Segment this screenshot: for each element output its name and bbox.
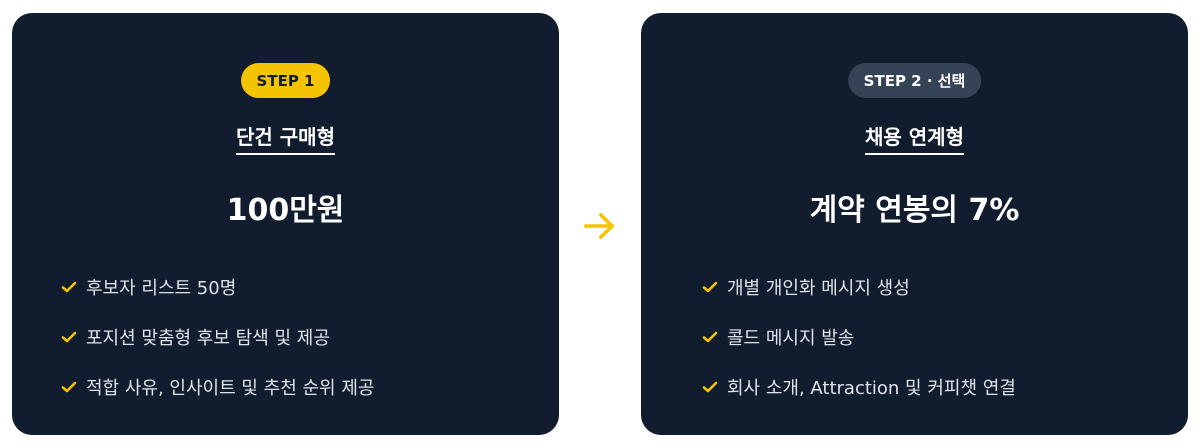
plan-title: 채용 연계형 — [865, 121, 964, 155]
feature-text: 후보자 리스트 50명 — [86, 278, 237, 299]
check-icon — [702, 381, 718, 393]
check-icon — [61, 281, 77, 293]
plan-title-wrapper: 채용 연계형 — [641, 121, 1188, 155]
plan-card-step2: STEP 2 · 선택 채용 연계형 계약 연봉의 7% 개별 개인화 메시지 … — [641, 13, 1188, 435]
feature-text: 회사 소개, Attraction 및 커피챗 연결 — [727, 378, 1016, 399]
check-icon — [61, 331, 77, 343]
feature-text: 개별 개인화 메시지 생성 — [727, 278, 910, 299]
plan-title-wrapper: 단건 구매형 — [12, 121, 559, 155]
feature-item: 후보자 리스트 50명 — [60, 262, 374, 312]
feature-text: 콜드 메시지 발송 — [727, 328, 855, 349]
feature-item: 적합 사유, 인사이트 및 추천 순위 제공 — [60, 362, 374, 412]
feature-list: 후보자 리스트 50명 포지션 맞춤형 후보 탐색 및 제공 적합 사유, 인사… — [60, 262, 374, 412]
check-icon — [61, 381, 77, 393]
plan-title: 단건 구매형 — [236, 121, 335, 155]
feature-item: 회사 소개, Attraction 및 커피챗 연결 — [701, 362, 1016, 412]
check-icon — [702, 331, 718, 343]
arrow-right-icon — [584, 212, 615, 240]
feature-item: 개별 개인화 메시지 생성 — [701, 262, 1016, 312]
plan-price: 100만원 — [226, 193, 345, 228]
feature-text: 포지션 맞춤형 후보 탐색 및 제공 — [86, 328, 330, 349]
feature-item: 콜드 메시지 발송 — [701, 312, 1016, 362]
feature-list: 개별 개인화 메시지 생성 콜드 메시지 발송 회사 소개, Attractio… — [701, 262, 1016, 412]
plan-card-step1: STEP 1 단건 구매형 100만원 후보자 리스트 50명 포지션 맞춤형 … — [12, 13, 559, 435]
check-icon — [702, 281, 718, 293]
plan-price: 계약 연봉의 7% — [809, 193, 1020, 228]
step-badge: STEP 1 — [240, 63, 331, 98]
feature-item: 포지션 맞춤형 후보 탐색 및 제공 — [60, 312, 374, 362]
step-badge: STEP 2 · 선택 — [847, 63, 982, 98]
feature-text: 적합 사유, 인사이트 및 추천 순위 제공 — [86, 378, 375, 399]
